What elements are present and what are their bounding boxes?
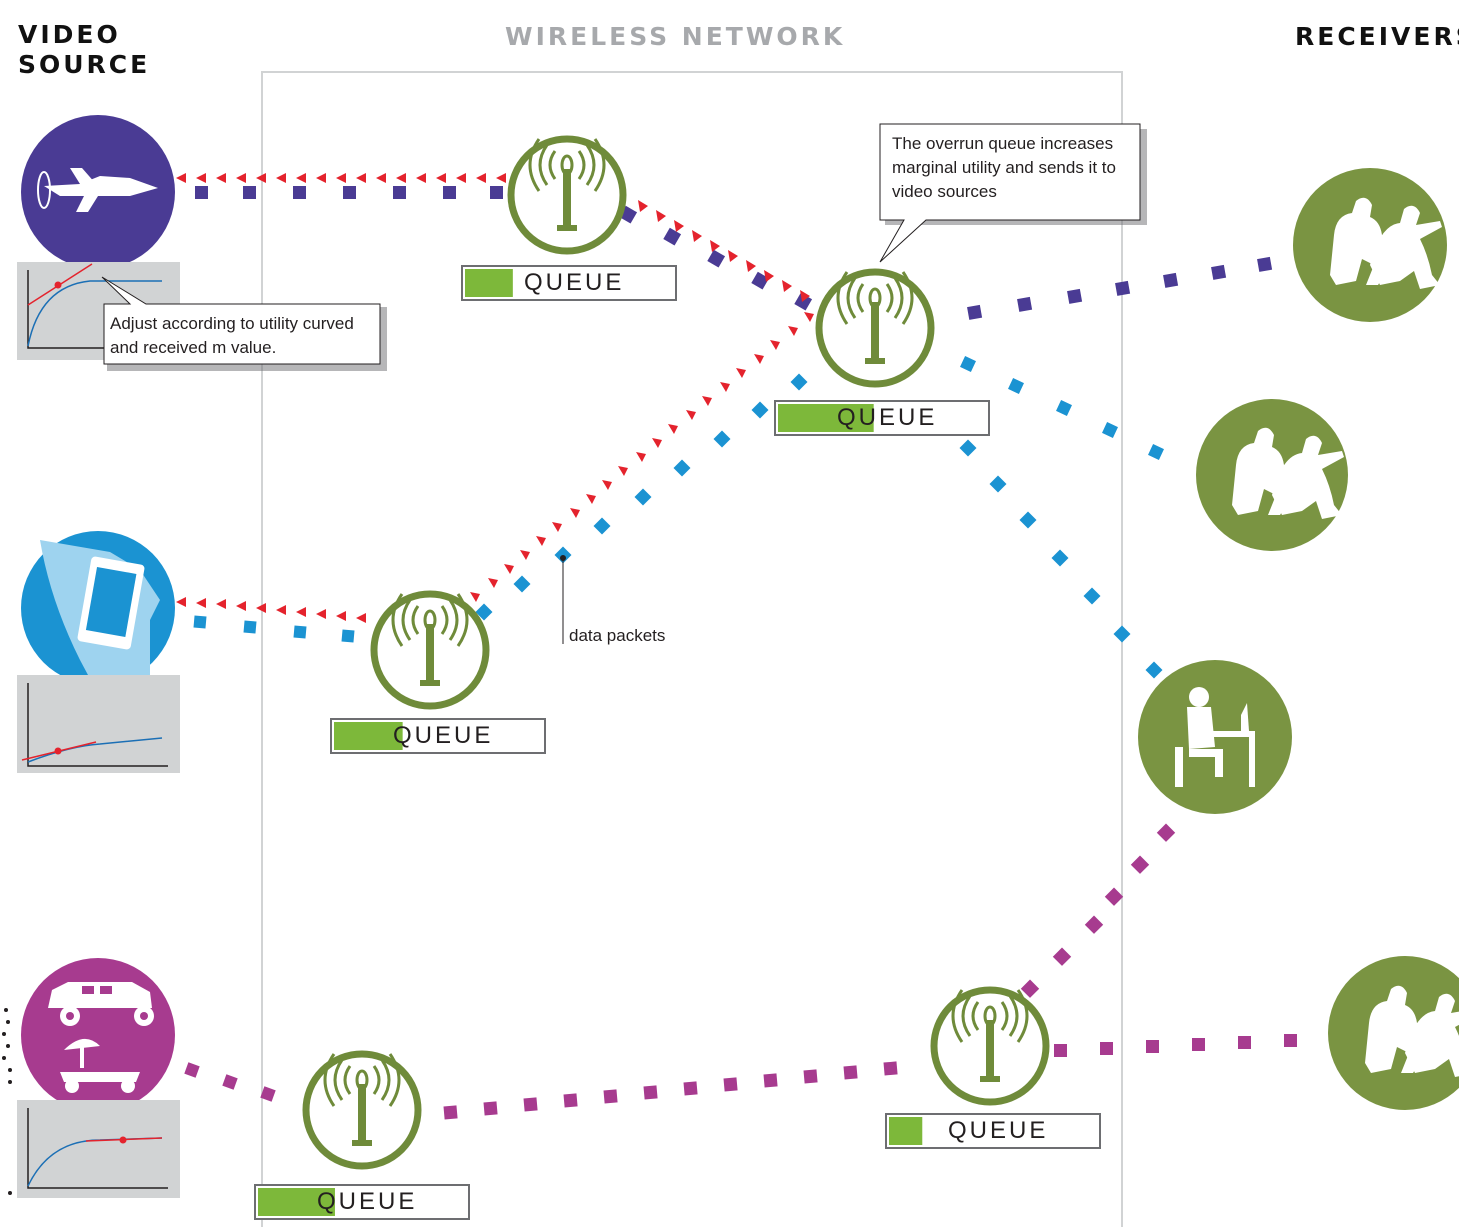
data-packets-label: data packets [569, 626, 666, 645]
phone-icon [40, 540, 160, 690]
wireless-node-5 [930, 986, 1050, 1106]
wireless-node-1 [507, 135, 627, 255]
uav-source [21, 115, 175, 269]
receiver-soldiers-1 [1293, 168, 1447, 322]
queue-fill-3 [334, 722, 403, 750]
receivers-header: RECEIVERS [1295, 22, 1459, 51]
drone-data-stream [195, 186, 1273, 320]
callout-box-overrun [879, 123, 1147, 263]
video-source-header: VIDEO SOURCE [18, 20, 151, 79]
wireless-node-4 [302, 1050, 422, 1170]
queue-label-1: QUEUE [524, 269, 625, 296]
callout-adjust-text: Adjust according to utility curved and r… [110, 314, 354, 357]
callout-overrun-text: The overrun queue increases marginal uti… [892, 134, 1116, 201]
utility-curve-panel-2 [17, 675, 180, 773]
queue-fill-4 [889, 1117, 923, 1145]
receiver-soldiers-3 [1328, 956, 1459, 1110]
queue-label-4: QUEUE [317, 1188, 418, 1215]
operator-icon [1175, 687, 1255, 787]
wireless-node-3 [370, 590, 490, 710]
dotted-edge-marks [2, 1008, 12, 1195]
queue-fill-5 [258, 1188, 335, 1216]
vehicle-data-stream [184, 823, 1297, 1120]
callout-box-adjust [101, 276, 387, 371]
phone-source [21, 531, 175, 690]
queue-fill-1 [465, 269, 513, 297]
queue-label-3: QUEUE [393, 722, 494, 749]
queue-bars [254, 265, 1101, 1220]
wireless-network-header: WIRELESS NETWORK [505, 22, 846, 51]
feedback-signal-arrows [176, 173, 814, 623]
wireless-node-2 [815, 268, 935, 388]
drone-icon [37, 168, 158, 212]
utility-curve-panel-3 [17, 1100, 180, 1198]
queue-label-2: QUEUE [837, 404, 938, 431]
queue-label-5: QUEUE [948, 1117, 1049, 1144]
vehicle-icon [48, 982, 154, 1093]
receiver-soldiers-2 [1196, 399, 1348, 551]
vehicle-source [21, 958, 175, 1112]
receiver-operator [1138, 660, 1292, 814]
phone-data-stream [193, 356, 1164, 679]
wireless-network-region [261, 71, 1123, 1227]
queue-fill-2 [778, 404, 874, 432]
